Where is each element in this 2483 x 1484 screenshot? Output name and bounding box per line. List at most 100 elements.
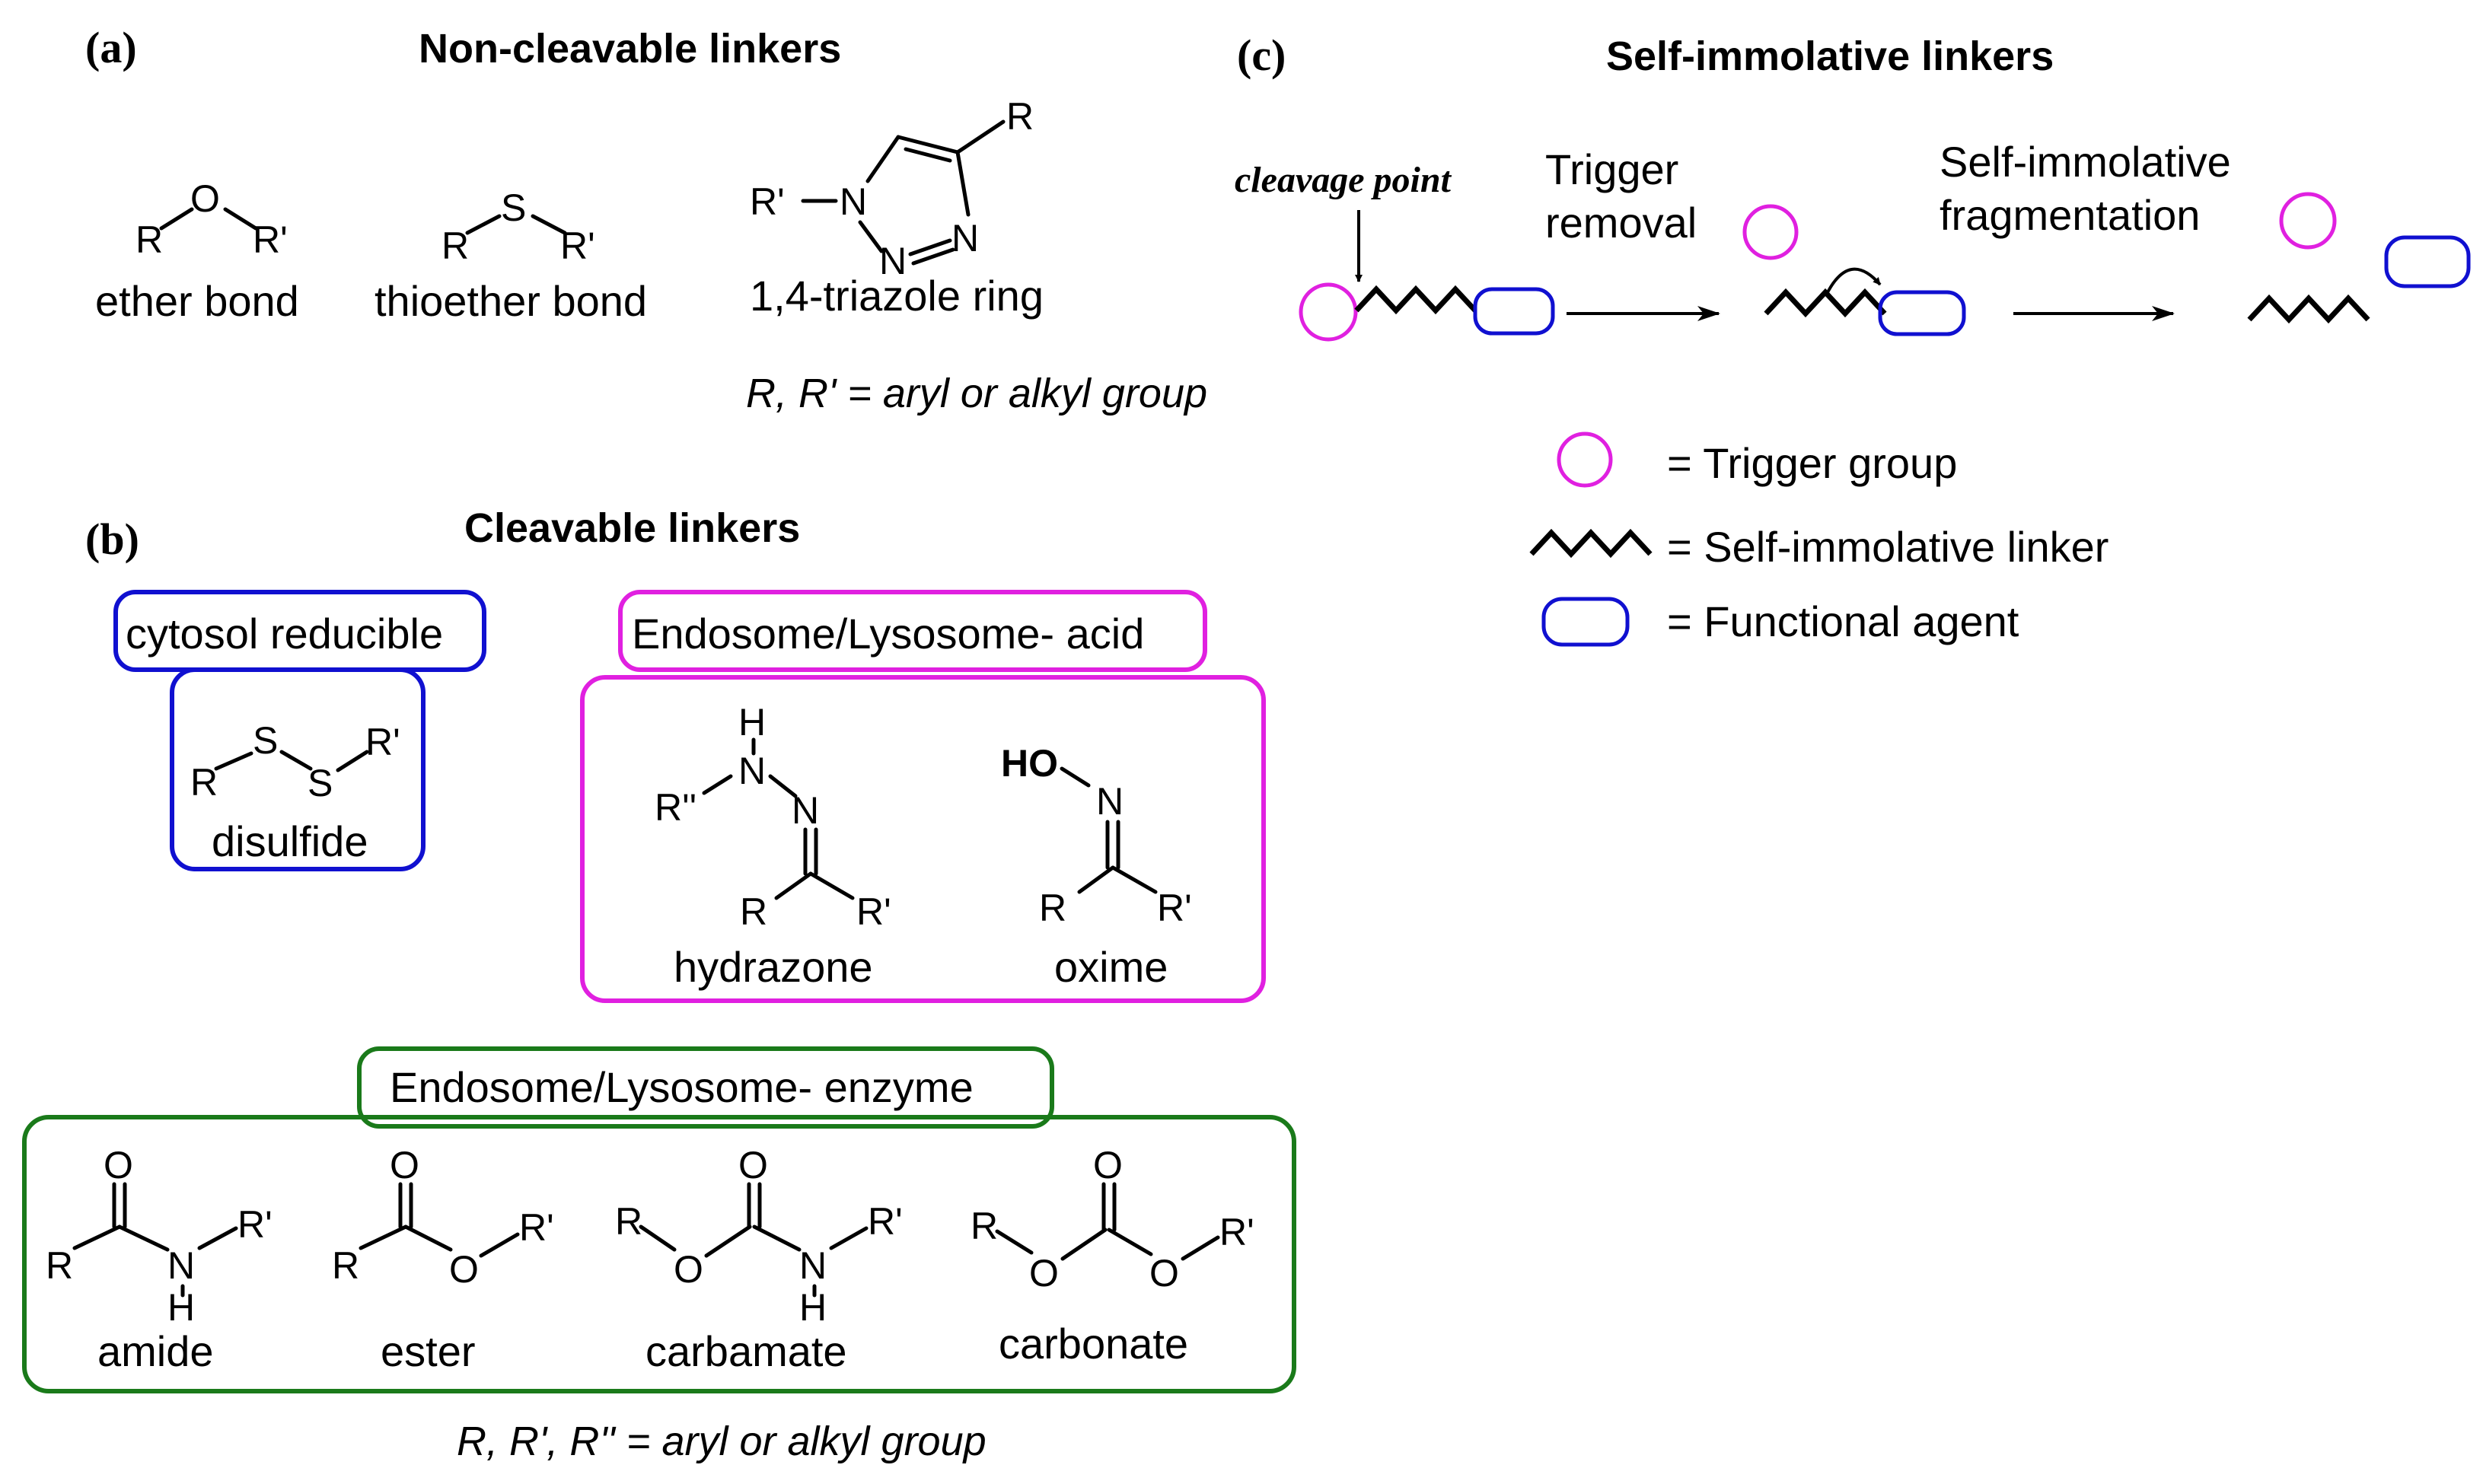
atom-r-prime: R' <box>560 225 595 267</box>
hydrazone-label: hydrazone <box>674 943 873 991</box>
atom-h: H <box>738 701 766 744</box>
step1-line1: Trigger <box>1545 145 1678 193</box>
legend-linker-icon <box>1529 528 1653 559</box>
oxime-structure: HO N R R' <box>1001 742 1192 929</box>
ether-label: ether bond <box>95 277 299 325</box>
carbonate-label: carbonate <box>999 1320 1188 1368</box>
cytosol-label: cytosol reducible <box>126 610 443 658</box>
hydrazone-structure: H N R'' N R R' <box>655 701 891 933</box>
functional-agent <box>1878 290 1966 336</box>
atom-r: R <box>971 1205 998 1247</box>
atom-r: R <box>190 761 218 804</box>
atom-r-prime: R' <box>1219 1211 1254 1253</box>
atom-r: R <box>441 225 469 267</box>
atom-n: N <box>799 1244 827 1287</box>
atom-h: H <box>167 1286 195 1329</box>
atom-r-prime: R' <box>253 218 288 261</box>
enzyme-box <box>357 1046 1054 1129</box>
cleavage-point-label: cleavage point <box>1235 160 1452 200</box>
amide-label: amide <box>97 1327 214 1375</box>
functional-agent <box>1473 287 1555 336</box>
atom-o2: O <box>449 1248 479 1291</box>
atom-n2: N <box>792 789 819 832</box>
thioether-structure: R S R' <box>441 186 595 267</box>
legend-agent-label: = Functional agent <box>1667 597 2019 645</box>
atom-r: R <box>615 1200 642 1243</box>
disulfide-label: disulfide <box>212 817 368 865</box>
atom-o: O <box>190 177 220 220</box>
atom-r: R <box>46 1244 73 1287</box>
atom-o2: O <box>1029 1252 1059 1295</box>
atom-r-dbl: R'' <box>655 786 696 829</box>
acid-label: Endosome/Lysosome- acid <box>632 610 1144 658</box>
atom-o1: O <box>390 1144 419 1186</box>
ether-structure: R O R' <box>135 177 288 261</box>
carbonate-structure: R O O O R' <box>971 1144 1254 1295</box>
step1-line2: removal <box>1545 199 1697 247</box>
atom-s1: S <box>253 719 278 762</box>
atom-o: O <box>104 1144 133 1186</box>
legend-agent-icon <box>1541 597 1630 647</box>
panel-b-title: Cleavable linkers <box>464 505 800 551</box>
atom-n1: N <box>738 750 766 792</box>
cleavable-note: R, R', R'' = aryl or alkyl group <box>457 1419 987 1464</box>
trigger-group-circle-final <box>2279 192 2337 250</box>
atom-o2: O <box>674 1248 703 1291</box>
carbamate-structure: R O O N R' H <box>615 1144 903 1329</box>
thioether-label: thioether bond <box>375 277 647 325</box>
legend: = Trigger group = Self-immolative linker… <box>1529 432 2108 647</box>
self-immolative-linker <box>1354 285 1477 315</box>
atom-r-prime: R' <box>750 180 785 223</box>
atom-n1: N <box>840 180 867 223</box>
atom-r-prime: R' <box>365 721 400 763</box>
panel-c-letter: (c) <box>1237 30 1286 80</box>
trigger-group-circle <box>1299 282 1358 342</box>
acid-group-box <box>580 675 1266 1003</box>
atom-n3: N <box>951 217 979 260</box>
atom-ho: HO <box>1001 742 1058 785</box>
self-immolative-linker <box>1764 288 1887 318</box>
panel-b-letter: (b) <box>85 514 139 564</box>
atom-n: N <box>167 1244 195 1287</box>
disulfide-structure: R S S R' <box>190 719 400 804</box>
atom-s: S <box>501 186 526 229</box>
atom-n: N <box>1096 780 1124 823</box>
atom-r: R <box>332 1244 359 1287</box>
step2-line2: fragmentation <box>1940 191 2200 239</box>
atom-r-prime: R' <box>1157 887 1192 929</box>
noncleavable-note: R, R' = aryl or alkyl group <box>746 371 1207 416</box>
functional-agent-released <box>2384 235 2471 288</box>
panel-c-title: Self-immolative linkers <box>1606 33 2054 79</box>
enzyme-group-box <box>22 1115 1296 1393</box>
enzyme-label: Endosome/Lysosome- enzyme <box>390 1063 974 1111</box>
atom-r-prime: R' <box>237 1203 273 1246</box>
fragmentation-arrow <box>1825 267 1882 295</box>
triazole-structure: R' N R N N <box>750 95 1034 282</box>
atom-s2: S <box>308 762 333 804</box>
atom-r-prime: R' <box>519 1206 554 1249</box>
oxime-label: oxime <box>1054 943 1168 991</box>
atom-o1: O <box>738 1144 768 1186</box>
legend-linker-label: = Self-immolative linker <box>1667 523 2108 571</box>
atom-r: R <box>1039 887 1066 929</box>
panel-a-letter: (a) <box>85 23 137 72</box>
atom-r: R <box>740 890 767 933</box>
triazole-label: 1,4-triazole ring <box>750 272 1044 320</box>
atom-o3: O <box>1149 1252 1179 1295</box>
atom-r: R <box>1006 95 1034 138</box>
atom-r-prime: R' <box>868 1200 903 1243</box>
atom-r: R <box>135 218 163 261</box>
carbamate-label: carbamate <box>645 1327 847 1375</box>
acid-box <box>618 590 1207 672</box>
panel-a-title: Non-cleavable linkers <box>419 26 841 72</box>
ester-label: ester <box>381 1327 476 1375</box>
self-immolative-linker <box>2247 294 2370 324</box>
legend-trigger-label: = Trigger group <box>1667 439 1957 487</box>
trigger-group-circle-released <box>1742 204 1799 260</box>
atom-o1: O <box>1093 1144 1123 1186</box>
amide-structure: O R N R' H <box>46 1144 273 1329</box>
disulfide-box <box>170 667 426 871</box>
ester-structure: O R O R' <box>332 1144 554 1291</box>
atom-h: H <box>799 1286 827 1329</box>
step2-line1: Self-immolative <box>1940 138 2231 186</box>
